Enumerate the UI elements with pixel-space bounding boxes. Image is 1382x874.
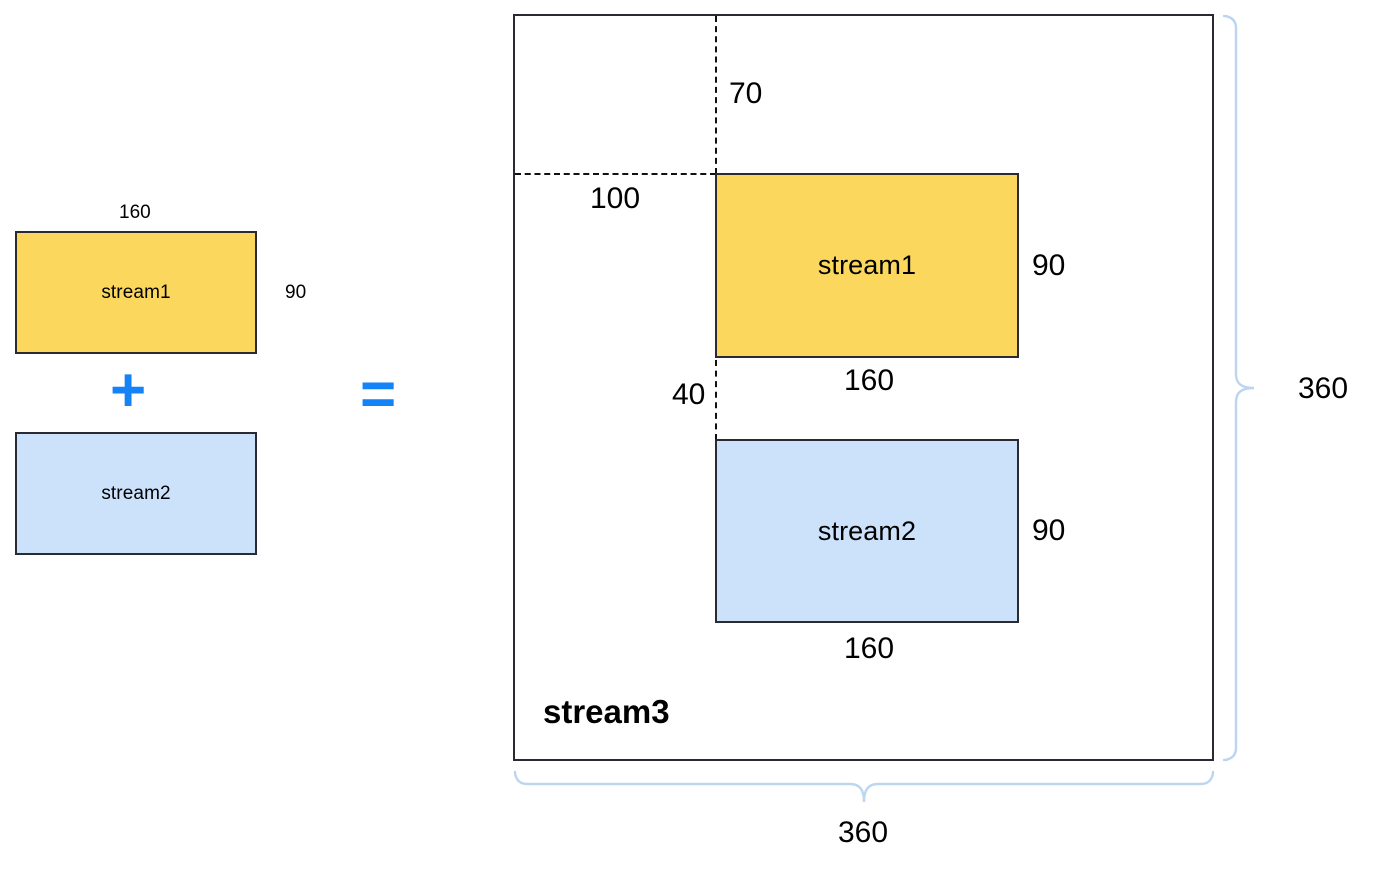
offset-x-dashed-line <box>515 173 716 175</box>
stream3-stream1-label: stream1 <box>817 250 917 280</box>
offset-y-dashed-line <box>715 16 717 174</box>
stream3-stream1-box: stream1 <box>715 173 1019 358</box>
stream3-stream2-width-label: 160 <box>844 632 895 665</box>
stream3-stream2-height-label: 90 <box>1032 514 1066 547</box>
stream3-stream2-box: stream2 <box>715 439 1019 623</box>
stream-gap-label: 40 <box>672 378 706 411</box>
stream3-label: stream3 <box>543 693 670 730</box>
stream-gap-dashed-line <box>715 360 717 440</box>
stream3-container-box <box>513 14 1214 761</box>
height-brace <box>1222 14 1255 762</box>
stream3-stream2-label: stream2 <box>817 515 917 546</box>
stream1-offset-y-label: 70 <box>729 77 763 110</box>
stream3-height-label: 360 <box>1298 372 1349 405</box>
stream3-width-label: 360 <box>838 816 889 849</box>
left-stream1-label: stream1 <box>101 282 171 303</box>
stream3-stream1-width-label: 160 <box>844 364 895 397</box>
left-stream1-box: stream1 <box>15 231 257 354</box>
left-stream1-height-label: 90 <box>285 282 307 303</box>
stream3-stream1-height-label: 90 <box>1032 249 1066 282</box>
left-stream2-box: stream2 <box>15 432 257 555</box>
left-stream1-width-label: 160 <box>119 202 151 223</box>
plus-operator-icon: + <box>110 356 147 425</box>
left-stream2-label: stream2 <box>101 483 171 504</box>
stream1-offset-x-label: 100 <box>590 182 641 215</box>
equals-operator-icon: = <box>360 360 397 429</box>
width-brace <box>513 770 1215 803</box>
